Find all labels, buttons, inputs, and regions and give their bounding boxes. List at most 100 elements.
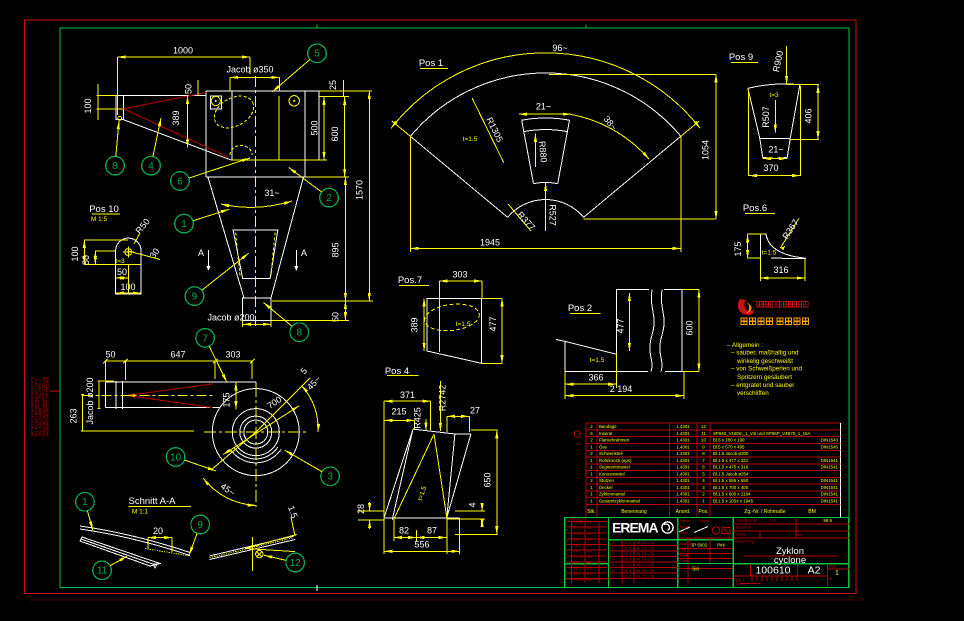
svg-text:477: 477 bbox=[616, 318, 626, 333]
svg-text:370: 370 bbox=[763, 163, 778, 173]
svg-text:8: 8 bbox=[112, 161, 118, 172]
svg-text:12.4: 12.4 bbox=[624, 574, 631, 578]
svg-text:4.2: 4.2 bbox=[587, 561, 592, 565]
svg-text:50: 50 bbox=[184, 84, 194, 94]
svg-text:87: 87 bbox=[427, 526, 437, 536]
svg-text:4: 4 bbox=[612, 558, 614, 562]
svg-text:t=1.5: t=1.5 bbox=[463, 136, 478, 143]
svg-text:Bl.5 x 180 x 190: Bl.5 x 180 x 190 bbox=[713, 438, 745, 443]
svg-text:4: 4 bbox=[702, 478, 705, 483]
svg-text:4.2: 4.2 bbox=[587, 532, 592, 536]
svg-text:A: A bbox=[301, 248, 307, 258]
svg-text:Bl 1.5 x 35: Bl 1.5 x 35 bbox=[637, 569, 654, 573]
svg-text:5: 5 bbox=[702, 471, 705, 476]
svg-text:50: 50 bbox=[331, 312, 341, 322]
svg-text:Bl 1.5 x 32: Bl 1.5 x 32 bbox=[637, 563, 654, 567]
svg-text:12.4: 12.4 bbox=[624, 563, 631, 567]
svg-text:5: 5 bbox=[314, 49, 320, 60]
svg-text:1: 1 bbox=[590, 499, 593, 504]
svg-text:Kunde: Kunde bbox=[736, 533, 746, 537]
svg-text:Bl.1.5 Jacob ø200: Bl.1.5 Jacob ø200 bbox=[713, 451, 749, 456]
svg-text:Stk.: Stk. bbox=[587, 509, 596, 515]
svg-text:Gesamtzyklonmantel: Gesamtzyklonmantel bbox=[599, 499, 640, 504]
svg-text:8: 8 bbox=[297, 328, 303, 339]
svg-text:– von Schweißperlen und: – von Schweißperlen und bbox=[731, 366, 803, 373]
svg-text:1: 1 bbox=[590, 458, 593, 463]
svg-text:Zust: Zust bbox=[680, 559, 687, 563]
svg-text:Spritzern gesäubert: Spritzern gesäubert bbox=[737, 374, 792, 381]
svg-text:Pos 1: Pos 1 bbox=[419, 58, 443, 69]
svg-text:DIN1541: DIN1541 bbox=[821, 485, 839, 490]
svg-text:371: 371 bbox=[400, 390, 415, 400]
svg-text:600: 600 bbox=[330, 126, 340, 141]
svg-text:M 1:5: M 1:5 bbox=[91, 216, 108, 223]
svg-text:Schnitt A-A: Schnitt A-A bbox=[129, 496, 177, 507]
svg-text:EREMA: EREMA bbox=[612, 520, 658, 536]
svg-text:316: 316 bbox=[773, 265, 788, 275]
svg-text:Pos 9: Pos 9 bbox=[729, 52, 753, 63]
svg-text:Bl 1.5 x 23: Bl 1.5 x 23 bbox=[637, 547, 654, 551]
svg-text:Jacob ø350: Jacob ø350 bbox=[226, 65, 273, 75]
svg-text:Name: Name bbox=[680, 554, 690, 558]
svg-text:1: 1 bbox=[181, 219, 187, 230]
svg-text:Pos 10: Pos 10 bbox=[89, 204, 119, 215]
svg-text:1: 1 bbox=[590, 492, 593, 497]
svg-text:Sio: Sio bbox=[692, 567, 699, 573]
svg-text:Pos.6: Pos.6 bbox=[743, 203, 767, 214]
svg-text:Bestell Nr.: Bestell Nr. bbox=[736, 526, 752, 530]
svg-text:5: 5 bbox=[298, 366, 309, 376]
svg-text:R2742: R2742 bbox=[438, 385, 448, 412]
svg-text:Bl.5 x 570 x 495: Bl.5 x 570 x 495 bbox=[713, 444, 745, 449]
svg-text:303: 303 bbox=[452, 270, 467, 280]
svg-text:12.4: 12.4 bbox=[624, 558, 631, 562]
svg-text:DIN1543: DIN1543 bbox=[821, 438, 839, 443]
svg-text:t=1.5: t=1.5 bbox=[456, 321, 471, 328]
svg-text:Zg.-Nr. / Rohmaße: Zg.-Nr. / Rohmaße bbox=[744, 509, 786, 515]
svg-text:7: 7 bbox=[702, 458, 705, 463]
svg-text:21.10: 21.10 bbox=[574, 555, 583, 559]
svg-text:Bl 1.5 x 26: Bl 1.5 x 26 bbox=[637, 552, 654, 556]
svg-text:Zutreffend für: Zutreffend für bbox=[736, 519, 758, 523]
svg-text:2: 2 bbox=[590, 451, 593, 456]
svg-text:1000: 1000 bbox=[173, 46, 193, 56]
svg-text:21.10: 21.10 bbox=[574, 520, 583, 524]
svg-text:1945: 1945 bbox=[480, 238, 500, 248]
svg-text:28: 28 bbox=[356, 504, 366, 514]
svg-text:A2: A2 bbox=[808, 565, 821, 577]
svg-text:Flanschrahmen: Flanschrahmen bbox=[599, 438, 630, 443]
svg-text:477: 477 bbox=[488, 316, 498, 331]
svg-text:R900: R900 bbox=[771, 50, 785, 73]
svg-text:17.3: 17.3 bbox=[574, 549, 581, 553]
svg-text:Öse: Öse bbox=[599, 444, 608, 449]
svg-text:DIN1545: DIN1545 bbox=[821, 444, 839, 449]
svg-text:Bl.: Bl. bbox=[829, 577, 833, 581]
svg-text:3: 3 bbox=[327, 472, 333, 483]
svg-text:4.2: 4.2 bbox=[587, 543, 592, 547]
svg-text:1: 1 bbox=[590, 485, 593, 490]
svg-text:b: b bbox=[566, 540, 568, 544]
svg-text:4.2: 4.2 bbox=[587, 538, 592, 542]
svg-text:1: 1 bbox=[702, 499, 705, 504]
svg-text:17.3: 17.3 bbox=[574, 526, 581, 530]
svg-text:21~: 21~ bbox=[768, 144, 783, 154]
svg-text:3: 3 bbox=[612, 552, 614, 556]
svg-text:21.10: 21.10 bbox=[574, 532, 583, 536]
svg-text:31~: 31~ bbox=[264, 188, 279, 198]
svg-text:17.3: 17.3 bbox=[574, 572, 581, 576]
svg-text:Stutzen: Stutzen bbox=[599, 478, 614, 483]
svg-text:1570: 1570 bbox=[355, 180, 365, 200]
svg-text:R527: R527 bbox=[548, 204, 558, 226]
svg-text:– sauber, maßhaltig und: – sauber, maßhaltig und bbox=[731, 350, 799, 357]
svg-text:Bl 1.5 x 20: Bl 1.5 x 20 bbox=[637, 541, 654, 545]
svg-text:556: 556 bbox=[414, 540, 429, 550]
svg-text:Schwenkteil: Schwenkteil bbox=[599, 451, 622, 456]
svg-text:Jacob ø200: Jacob ø200 bbox=[207, 313, 254, 323]
svg-text:12.4: 12.4 bbox=[624, 569, 631, 573]
svg-text:Anord.: Anord. bbox=[676, 509, 691, 515]
svg-text:Konusmantel: Konusmantel bbox=[599, 471, 625, 476]
svg-text:2: 2 bbox=[326, 193, 332, 204]
svg-text:Bl.1.5 x 475 x 316: Bl.1.5 x 475 x 316 bbox=[713, 465, 749, 470]
svg-text:11: 11 bbox=[97, 566, 108, 577]
svg-text:12.4: 12.4 bbox=[624, 547, 631, 551]
svg-text:t=1.5: t=1.5 bbox=[762, 250, 777, 257]
